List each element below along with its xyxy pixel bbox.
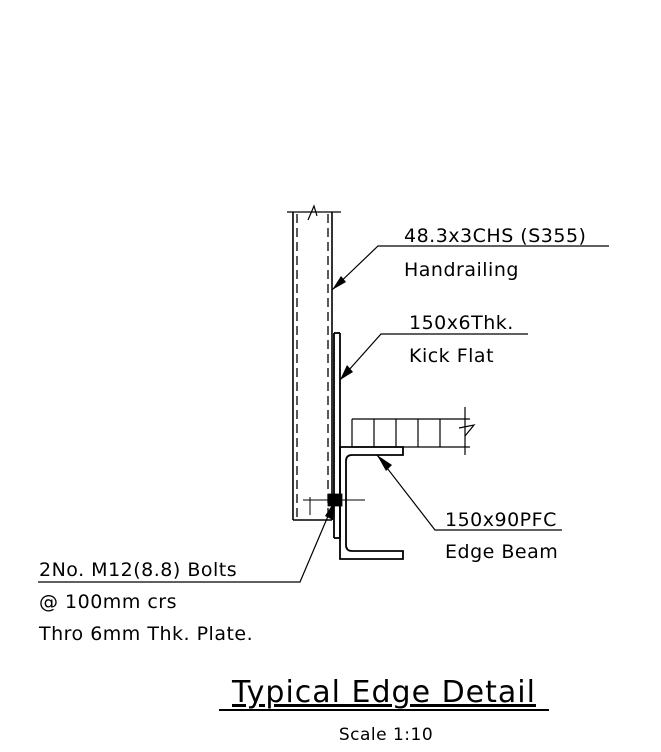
leader-arrowheads: [325, 276, 392, 520]
edge-beam-name-label: Edge Beam: [445, 541, 558, 563]
edge-beam-spec-label: 150x90PFC: [445, 509, 557, 531]
leader-lines: [38, 245, 609, 583]
bolts-plate-label: Thro 6mm Thk. Plate.: [38, 623, 253, 645]
handrail-post: [287, 204, 341, 521]
edge-beam-pfc: [339, 446, 404, 560]
bolts-spacing-label: @ 100mm crs: [39, 591, 177, 613]
kick-flat-spec-label: 150x6Thk.: [409, 312, 514, 334]
drawing-title: Typical Edge Detail: [231, 675, 536, 710]
deck-section: [351, 407, 476, 455]
handrail-name-label: Handrailing: [404, 259, 519, 281]
handrail-spec-label: 48.3x3CHS (S355): [404, 225, 586, 247]
bolts-spec-label: 2No. M12(8.8) Bolts: [39, 559, 237, 581]
bolt-location: [303, 493, 365, 515]
kick-flat-name-label: Kick Flat: [409, 345, 494, 367]
drawing-scale: Scale 1:10: [339, 725, 433, 745]
